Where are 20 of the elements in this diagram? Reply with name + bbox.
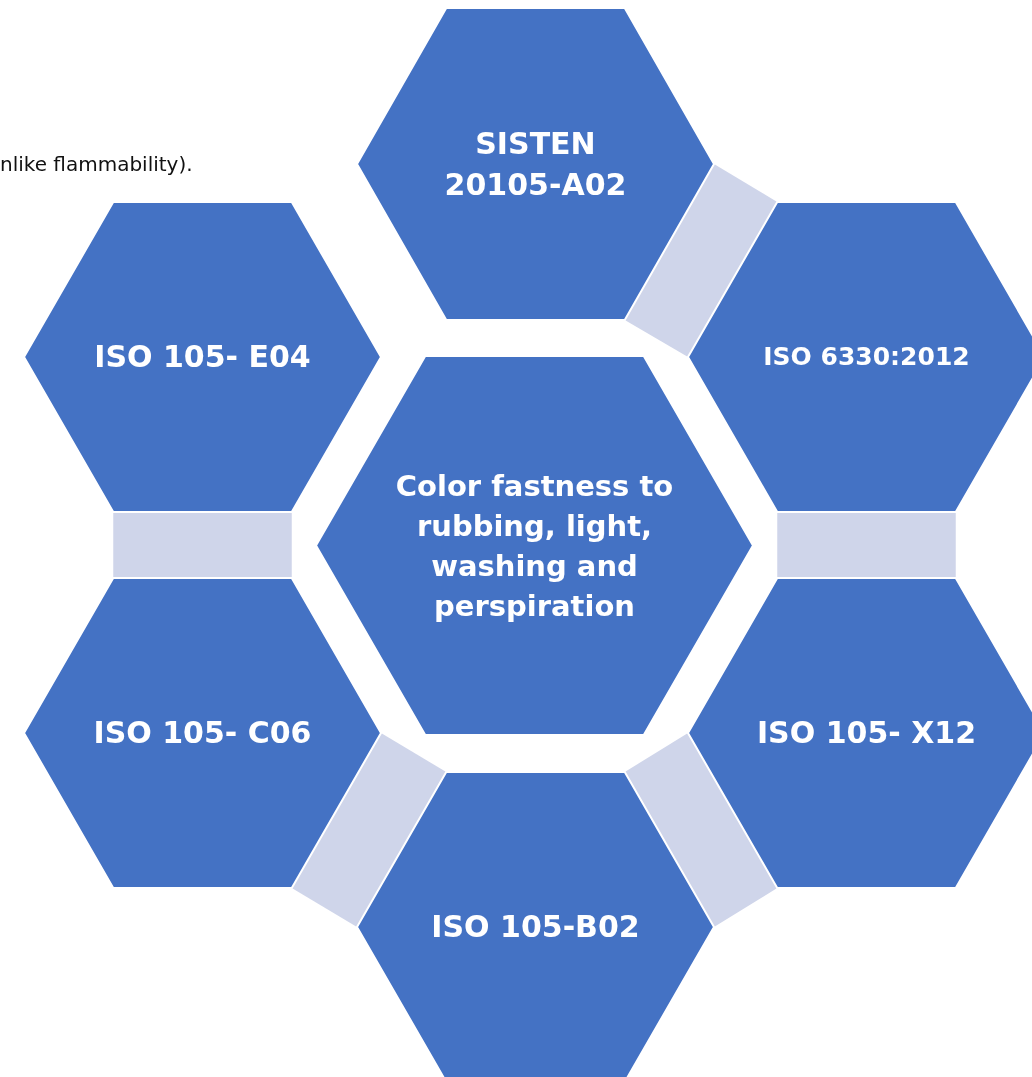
- hexagon-label: ISO 6330:2012: [762, 340, 971, 373]
- hexagon-label: ISO 105- C06: [92, 714, 313, 753]
- hexagon-label: SISTEN 20105-A02: [443, 124, 628, 204]
- hexagon: [24, 578, 381, 888]
- hexagon: [24, 202, 381, 512]
- connector-band: [291, 733, 447, 927]
- note-text: nlike flammability).: [0, 152, 193, 176]
- connector-band: [113, 512, 292, 578]
- hexagon-label: Color fastness to rubbing, light, washing and perspiration: [394, 467, 675, 625]
- hexagon: [688, 578, 1032, 888]
- hexagon-label: ISO 105- X12: [755, 714, 978, 753]
- hexagon-label: ISO 105-B02: [430, 908, 641, 947]
- hexagon-label: ISO 105- E04: [93, 338, 312, 377]
- hexagon: [357, 8, 714, 320]
- connector-band: [624, 733, 778, 927]
- connector-band: [624, 164, 778, 357]
- connector-band: [777, 512, 956, 578]
- hexagon: [316, 356, 753, 735]
- hexagon: [688, 202, 1032, 512]
- hexagon: [357, 772, 714, 1077]
